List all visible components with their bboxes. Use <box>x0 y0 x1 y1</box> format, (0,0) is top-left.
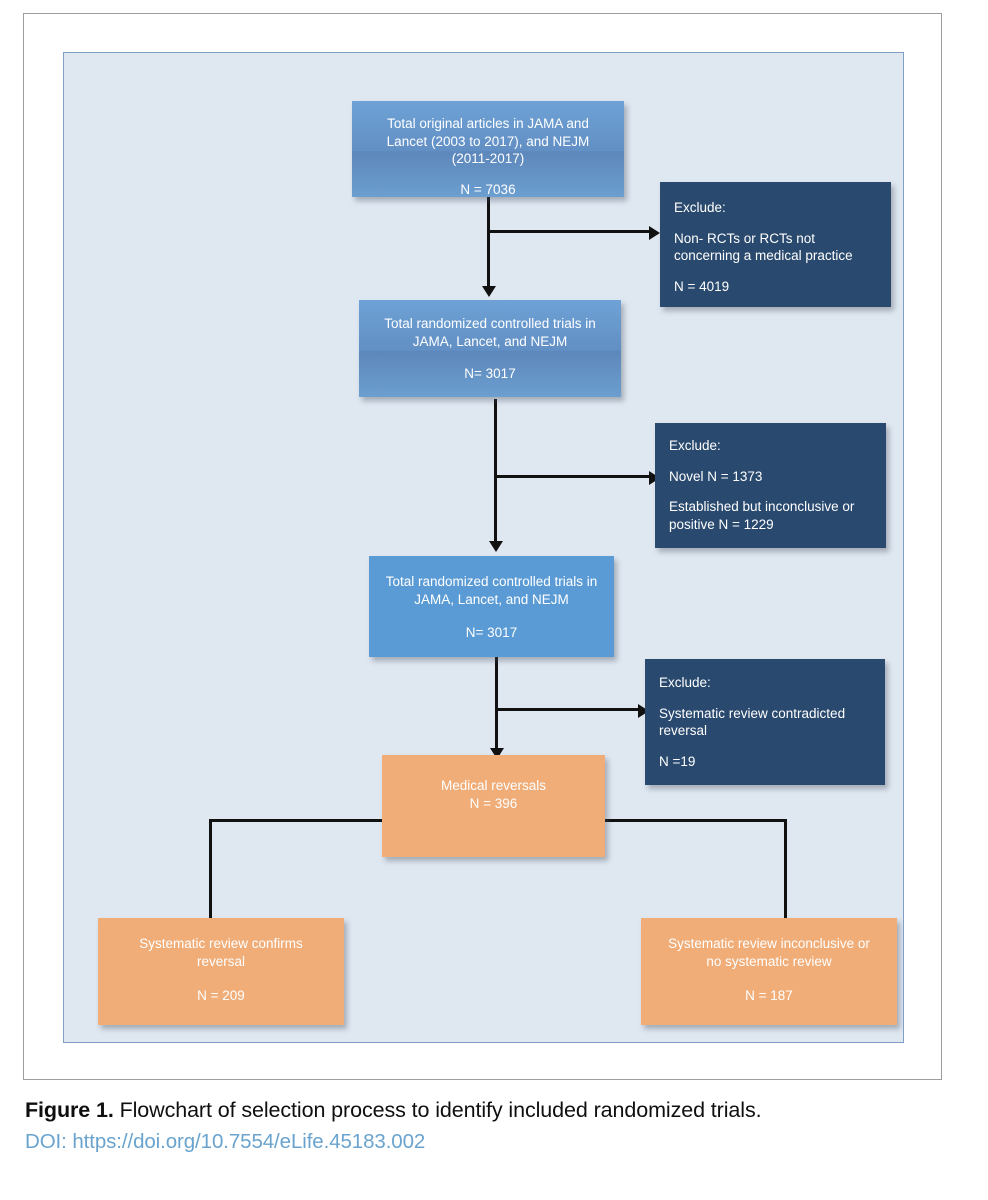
node-review-confirms-line-2: reversal <box>196 953 245 969</box>
connector-reversals-right-drop <box>784 819 787 941</box>
node-review-inconclusive-line-1: Systematic review inconclusive or <box>668 936 870 951</box>
caption-doi-link[interactable]: DOI: https://doi.org/10.7554/eLife.45183… <box>25 1130 426 1153</box>
node-review-inconclusive[interactable]: Systematic review inconclusive or no sys… <box>641 918 897 1025</box>
node-total-rcts-2-line-2: JAMA, Lancet, and NEJM <box>414 591 569 607</box>
node-review-inconclusive-line-2: no systematic review <box>706 953 832 969</box>
node-exclude-non-rct-line-1: Non- RCTs or RCTs not <box>674 230 816 246</box>
node-medical-reversals[interactable]: Medical reversals N = 396 <box>382 755 605 857</box>
caption-body: Flowchart of selection process to identi… <box>119 1098 762 1122</box>
figure-caption: Figure 1. Flowchart of selection process… <box>25 1098 965 1154</box>
connector-rcts1-to-rcts2 <box>494 399 497 544</box>
node-total-rcts-1-count: N= 3017 <box>464 366 516 381</box>
node-total-articles-count: N = 7036 <box>460 182 516 197</box>
node-exclude-contradicted-line-1: Systematic review contradicted <box>659 705 846 721</box>
node-exclude-contradicted-line-2: reversal <box>659 723 708 739</box>
node-exclude-non-rct[interactable]: Exclude: Non- RCTs or RCTs not concernin… <box>660 182 891 307</box>
node-total-articles-line-1: Total original articles in JAMA and <box>387 116 589 131</box>
arrowhead-rcts1-to-rcts2 <box>489 541 503 552</box>
node-exclude-established-line-2: positive N = 1229 <box>669 516 774 532</box>
connector-reversals-left-drop <box>209 819 212 941</box>
node-total-rcts-2[interactable]: Total randomized controlled trials in JA… <box>369 556 614 657</box>
connector-rcts1-to-exclude <box>494 475 652 478</box>
node-exclude-non-rct-count: N = 4019 <box>674 278 730 294</box>
node-total-rcts-2-line-1: Total randomized controlled trials in <box>385 574 598 589</box>
node-total-rcts-1[interactable]: Total randomized controlled trials in JA… <box>359 300 621 397</box>
node-total-articles-line-3: (2011-2017) <box>451 151 525 167</box>
node-review-confirms[interactable]: Systematic review confirms reversal N = … <box>98 918 344 1025</box>
node-total-rcts-1-line-2: JAMA, Lancet, and NEJM <box>412 333 568 349</box>
node-medical-reversals-count: N = 396 <box>469 795 518 811</box>
node-total-rcts-1-line-1: Total randomized controlled trials in <box>384 316 596 331</box>
node-medical-reversals-label: Medical reversals <box>440 778 547 793</box>
arrowhead-rcts1-to-exclude <box>649 471 660 485</box>
connector-rcts2-to-exclude <box>495 708 641 711</box>
flowchart-canvas: Total original articles in JAMA and Lanc… <box>63 52 904 1043</box>
caption-text-line: Figure 1. Flowchart of selection process… <box>25 1098 965 1123</box>
node-exclude-contradicted[interactable]: Exclude: Systematic review contradicted … <box>645 659 885 785</box>
node-exclude-novel-line-1: Novel N = 1373 <box>669 468 763 484</box>
arrowhead-articles-to-rcts1 <box>482 286 496 297</box>
figure-frame: Total original articles in JAMA and Lanc… <box>23 13 942 1080</box>
node-exclude-contradicted-heading: Exclude: <box>659 675 711 690</box>
node-review-inconclusive-count: N = 187 <box>745 988 793 1003</box>
arrowhead-articles-to-exclude <box>649 226 660 240</box>
connector-articles-to-rcts1 <box>487 197 490 289</box>
node-exclude-non-rct-heading: Exclude: <box>674 200 726 215</box>
arrowhead-rcts2-to-exclude <box>638 704 649 718</box>
node-exclude-contradicted-count: N =19 <box>659 753 696 769</box>
node-exclude-novel-heading: Exclude: <box>669 438 721 453</box>
node-exclude-established-line-1: Established but inconclusive or <box>669 499 855 515</box>
arrowhead-rcts2-to-reversals <box>490 748 504 759</box>
node-review-confirms-count: N = 209 <box>197 988 245 1003</box>
node-exclude-non-rct-line-2: concerning a medical practice <box>674 248 853 264</box>
connector-rcts2-to-reversals <box>495 657 498 751</box>
caption-label: Figure 1. <box>25 1098 114 1122</box>
node-total-articles[interactable]: Total original articles in JAMA and Lanc… <box>352 101 624 197</box>
connector-articles-to-exclude <box>487 230 652 233</box>
node-review-confirms-line-1: Systematic review confirms <box>139 936 303 951</box>
node-total-articles-line-2: Lancet (2003 to 2017), and NEJM <box>386 133 590 149</box>
node-exclude-novel-established[interactable]: Exclude: Novel N = 1373 Established but … <box>655 423 886 548</box>
node-total-rcts-2-count: N= 3017 <box>465 625 518 640</box>
